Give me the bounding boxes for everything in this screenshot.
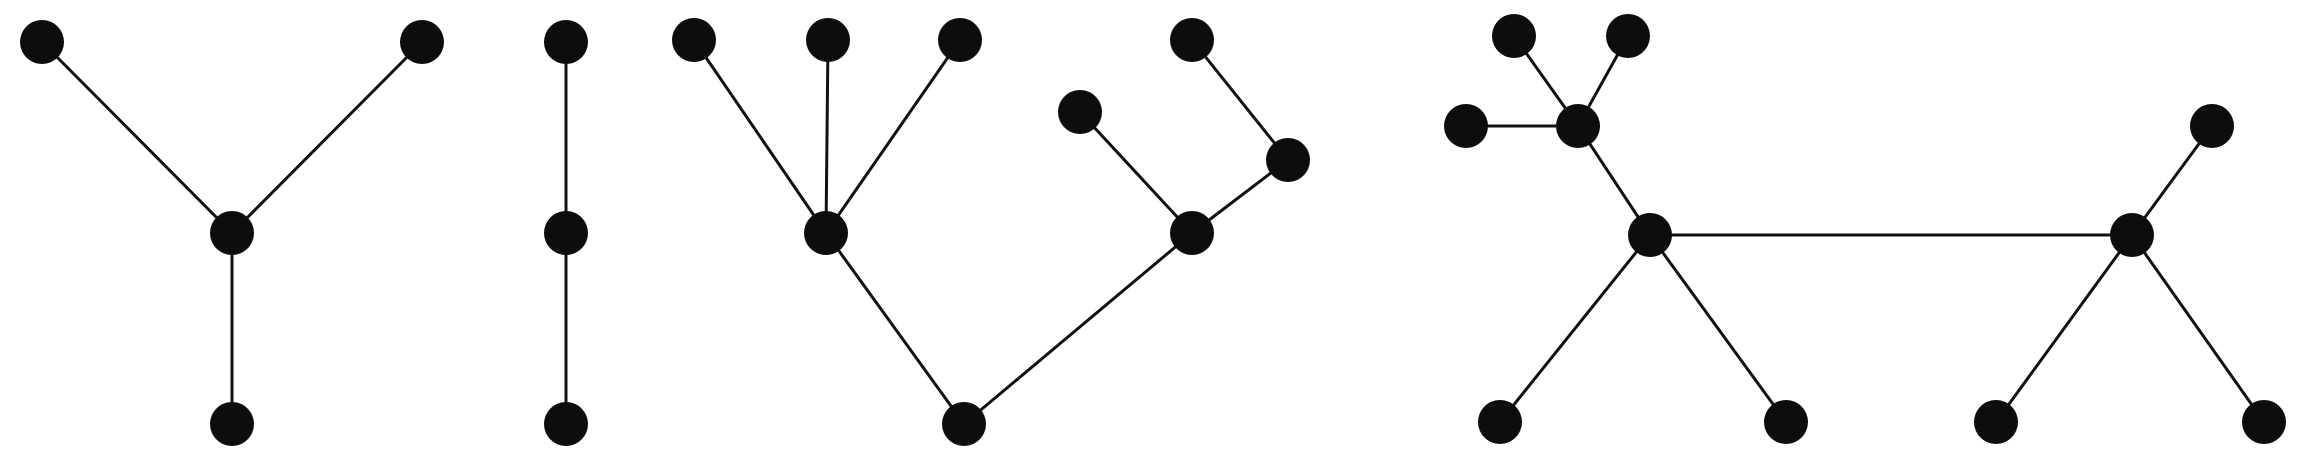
- node-a2: [210, 211, 254, 255]
- edge-d5-d6: [1498, 233, 1652, 424]
- edge-a1-a2: [40, 40, 234, 235]
- edge-c4-c5: [824, 231, 966, 426]
- edge-c1-c4: [692, 38, 828, 235]
- node-d4: [1444, 104, 1488, 148]
- edges-layer: [40, 34, 2266, 426]
- node-d1: [1492, 14, 1536, 58]
- node-b3: [544, 402, 588, 446]
- edge-c3-c4: [824, 38, 962, 235]
- nodes-layer: [20, 14, 2286, 446]
- node-c4: [804, 211, 848, 255]
- node-d7: [1764, 400, 1808, 444]
- node-a4: [210, 402, 254, 446]
- node-b1: [544, 20, 588, 64]
- node-c7: [1058, 90, 1102, 134]
- node-d11: [2242, 400, 2286, 444]
- node-c5: [942, 402, 986, 446]
- node-d2: [1606, 14, 1650, 58]
- node-c3: [938, 18, 982, 62]
- node-c2: [806, 18, 850, 62]
- edge-c6-c7: [1078, 110, 1194, 235]
- node-c1: [672, 18, 716, 62]
- node-d10: [1974, 400, 2018, 444]
- edge-d8-d10: [1994, 233, 2134, 424]
- edge-d5-d7: [1648, 233, 1788, 424]
- node-d3: [1556, 104, 1600, 148]
- node-a1: [20, 20, 64, 64]
- node-b2: [544, 211, 588, 255]
- edge-d8-d9: [2130, 124, 2214, 237]
- node-a3: [400, 20, 444, 64]
- node-c8: [1266, 138, 1310, 182]
- node-d5: [1628, 213, 1672, 257]
- edge-c2-c4: [824, 38, 830, 235]
- node-c9: [1170, 18, 1214, 62]
- edge-d8-d11: [2130, 233, 2266, 424]
- node-d8: [2110, 213, 2154, 257]
- node-d6: [1478, 400, 1522, 444]
- node-c6: [1170, 211, 1214, 255]
- node-d9: [2190, 104, 2234, 148]
- edge-c5-c6: [962, 231, 1194, 426]
- edge-a3-a2: [230, 40, 424, 235]
- edge-c8-c9: [1190, 38, 1290, 162]
